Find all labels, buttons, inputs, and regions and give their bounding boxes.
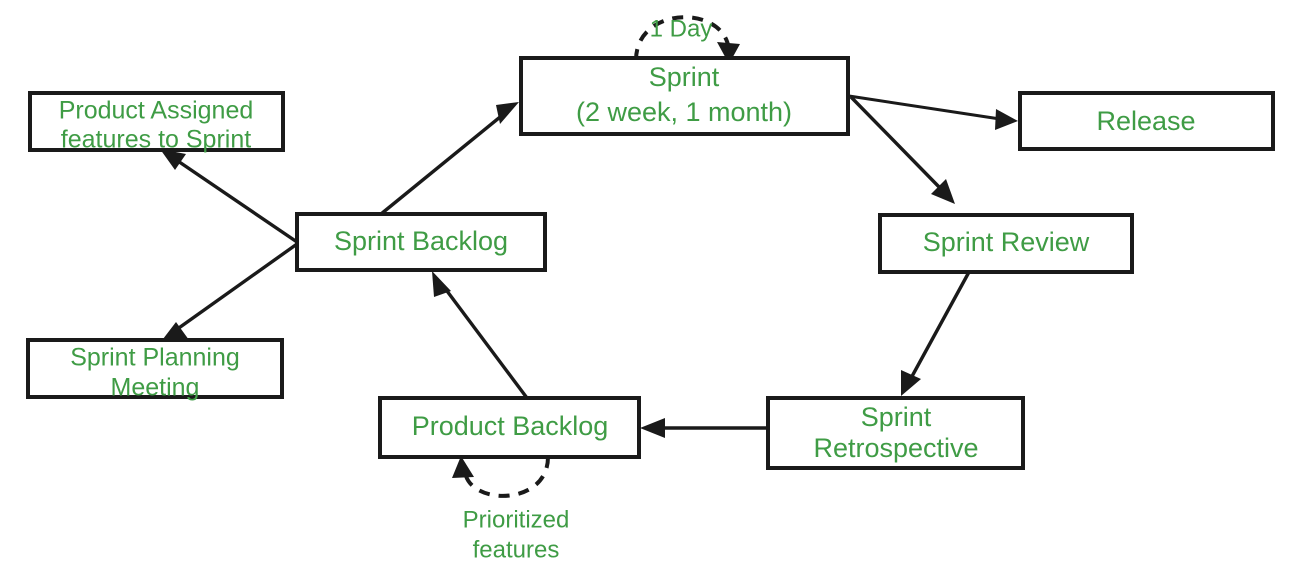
arrow-head-icon bbox=[496, 102, 519, 124]
arrow-head-icon bbox=[452, 456, 474, 478]
edge-line bbox=[442, 285, 529, 400]
edge-sprint-backlog-to-sprint-planning-meeting bbox=[163, 242, 298, 340]
edge-line bbox=[908, 271, 971, 381]
node-box[interactable] bbox=[766, 396, 1025, 470]
edge-sprint-to-sprint-review bbox=[849, 95, 955, 204]
edge-line bbox=[848, 94, 1001, 121]
edge-line bbox=[849, 95, 944, 192]
arrow-head-icon bbox=[160, 149, 186, 170]
arrow-head-icon bbox=[717, 42, 740, 64]
edge-sprint-retrospective-to-product-backlog bbox=[640, 418, 767, 438]
node-label-line1: Sprint Backlog bbox=[334, 226, 508, 256]
edge-line bbox=[175, 242, 298, 332]
node-label-line1: Sprint bbox=[649, 62, 720, 92]
arrow-head-icon bbox=[931, 179, 955, 204]
node-sprint-retrospective[interactable]: Sprint Retrospective bbox=[766, 396, 1025, 470]
annotation-prioritized-features-line2: features bbox=[473, 536, 560, 563]
node-box[interactable] bbox=[878, 213, 1134, 274]
node-label-line1: Release bbox=[1096, 106, 1195, 136]
edge-line bbox=[379, 111, 507, 216]
node-label-line1: Product Assigned bbox=[59, 97, 254, 125]
arrow-head-icon bbox=[163, 322, 189, 340]
dashed-loop-path bbox=[634, 15, 732, 61]
arrow-head-icon bbox=[432, 271, 451, 297]
edge-sprint-to-release bbox=[848, 94, 1018, 130]
node-label-line2: Retrospective bbox=[813, 433, 978, 463]
node-box[interactable] bbox=[378, 396, 641, 459]
node-sprint[interactable]: Sprint (2 week, 1 month) bbox=[519, 56, 850, 136]
node-box[interactable] bbox=[28, 91, 285, 152]
edge-product-backlog-to-sprint-backlog bbox=[432, 271, 529, 400]
node-sprint-review[interactable]: Sprint Review bbox=[878, 213, 1134, 274]
node-label-line2: (2 week, 1 month) bbox=[576, 97, 792, 127]
node-release[interactable]: Release bbox=[1018, 91, 1275, 151]
edge-product-backlog-prioritized-loop bbox=[452, 456, 550, 498]
node-box[interactable] bbox=[26, 338, 284, 399]
node-label-line1: Sprint Review bbox=[923, 227, 1090, 257]
node-label-line1: Sprint Planning bbox=[70, 344, 240, 372]
edge-sprint-backlog-to-product-assigned-features bbox=[160, 149, 298, 244]
edge-sprint-review-to-sprint-retrospective bbox=[901, 271, 971, 396]
dashed-loop-path bbox=[463, 456, 550, 498]
arrow-head-icon bbox=[640, 418, 665, 438]
node-product-backlog[interactable]: Product Backlog bbox=[378, 396, 641, 459]
arrow-head-icon bbox=[995, 109, 1018, 130]
annotation-one-day: 1 Day bbox=[650, 15, 713, 42]
node-box[interactable] bbox=[1018, 91, 1275, 151]
edge-line bbox=[171, 155, 298, 244]
node-label-line1: Sprint bbox=[861, 402, 932, 432]
node-sprint-backlog[interactable]: Sprint Backlog bbox=[295, 212, 547, 272]
arrow-head-icon bbox=[901, 370, 921, 396]
node-label-line2: Meeting bbox=[111, 374, 200, 402]
node-label-line2: features to Sprint bbox=[61, 126, 251, 154]
edge-sprint-daily-loop bbox=[634, 15, 740, 64]
node-box[interactable] bbox=[519, 56, 850, 136]
annotation-prioritized-features-line1: Prioritized bbox=[463, 506, 570, 533]
edge-sprint-backlog-to-sprint bbox=[379, 102, 519, 216]
node-label-line1: Product Backlog bbox=[412, 411, 609, 441]
node-product-assigned-features[interactable]: Product Assigned features to Sprint bbox=[28, 91, 285, 154]
node-sprint-planning-meeting[interactable]: Sprint Planning Meeting bbox=[26, 338, 284, 402]
node-box[interactable] bbox=[295, 212, 547, 272]
